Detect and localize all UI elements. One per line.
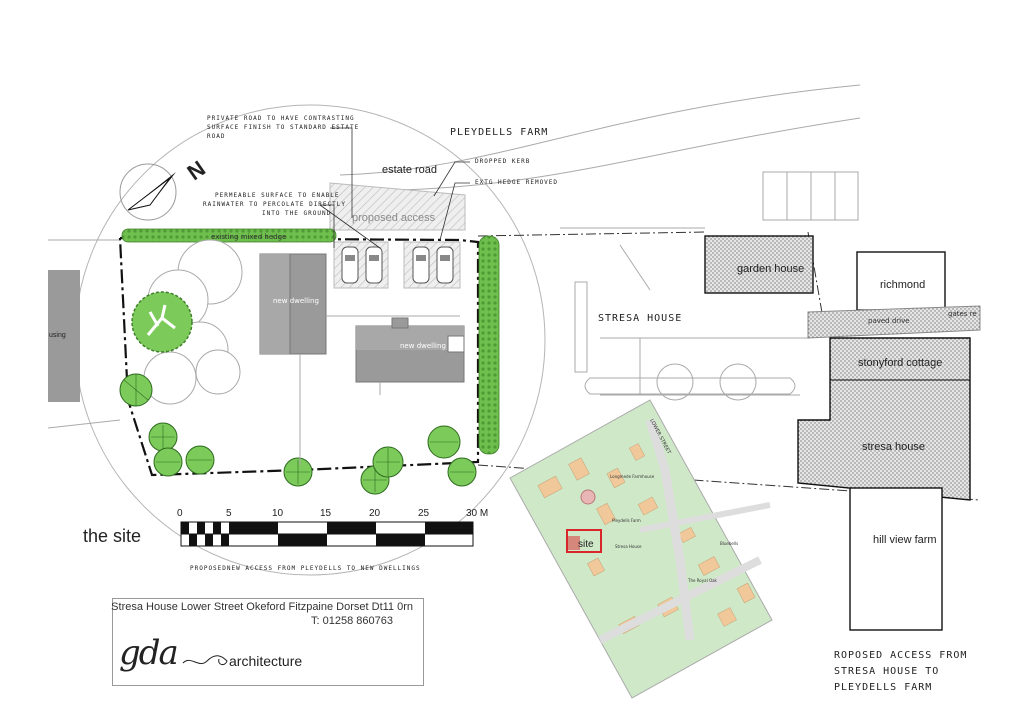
new-dwelling-1 (259, 253, 327, 355)
practice-name: architecture (229, 653, 303, 669)
title-block-phone: T: 01258 860763 (311, 615, 393, 627)
site-parking (333, 241, 461, 289)
location-label-1: Pleydells Farm (612, 518, 641, 523)
paved-drive-label: paved drive (868, 317, 910, 325)
location-map (509, 399, 773, 699)
scale-bar (180, 521, 474, 547)
gates-label: gates re (948, 310, 977, 318)
practice-logo: gda (119, 633, 179, 673)
east-hedge (478, 235, 500, 455)
parking-bays (762, 171, 859, 221)
north-label: N (183, 156, 210, 186)
paved-drive-area (807, 305, 981, 339)
car-icon (341, 246, 359, 284)
note-permeable-2: RAINWATER TO PERCOLATE DIRECTLY (203, 201, 346, 208)
corner-note: ROPOSED ACCESS FROM STRESA HOUSE TO PLEY… (834, 650, 967, 693)
corner-note-2: STRESA HOUSE TO (834, 666, 939, 677)
note-hedge-removed: EXTG HEDGE REMOVED (475, 179, 558, 186)
note-permeable-1: PERMEABLE SURFACE TO ENABLE (215, 192, 340, 199)
location-site-label: site (578, 539, 594, 550)
location-label-0: Longmede Farmhouse (610, 474, 655, 479)
richmond-label: richmond (880, 279, 925, 291)
note-permeable-3: INTO THE GROUND (262, 210, 331, 217)
location-label-2: Stresa House (615, 544, 642, 549)
site-marker (566, 529, 602, 553)
corner-note-3: PLEYDELLS FARM (834, 682, 932, 693)
stresa-house-label: stresa house (862, 441, 925, 453)
scale-tick-5: 25 (418, 508, 430, 519)
hill-view-farm-building (849, 487, 943, 631)
new-dwelling-2-label: new dwelling (400, 342, 446, 350)
scale-tick-6: 30 M (466, 508, 488, 519)
hill-view-label: hill view farm (873, 534, 937, 546)
logo-swirl-icon (182, 655, 228, 666)
scale-ticks: 0 5 10 15 20 25 30 M (177, 508, 488, 519)
new-dwelling-1-label: new dwelling (273, 297, 319, 305)
north-arrow (119, 163, 177, 221)
the-site-title: the site (83, 526, 141, 546)
location-label-3: The Royal Oak (687, 578, 718, 583)
site-boundary (118, 236, 480, 477)
estate-road-label: estate road (382, 164, 437, 176)
scale-tick-2: 10 (272, 508, 284, 519)
housing-building (48, 270, 80, 402)
existing-hedge (121, 228, 337, 243)
site-paths (299, 315, 460, 465)
stresa-house-building (797, 337, 971, 501)
road-lines (47, 84, 861, 429)
scale-tick-4: 20 (369, 508, 381, 519)
corner-note-1: ROPOSED ACCESS FROM (834, 650, 967, 661)
housing-label: using (49, 332, 66, 339)
tree-branches (123, 374, 474, 492)
note-dropped-kerb: DROPPED KERB (475, 158, 530, 165)
note-leaders (319, 127, 470, 249)
title-block-address: Stresa House Lower Street Okeford Fitzpa… (111, 601, 413, 613)
garden-house-label: garden house (737, 263, 804, 275)
proposed-access-area (329, 182, 466, 231)
proposed-access-label: proposed access (352, 212, 436, 224)
annotation-notes: PRIVATE ROAD TO HAVE CONTRASTING SURFACE… (203, 115, 558, 217)
scale-tick-0: 0 (177, 508, 183, 519)
stonyford-label: stonyford cottage (858, 357, 942, 369)
car-icon (365, 246, 383, 284)
scale-tick-1: 5 (226, 508, 232, 519)
car-icon (412, 246, 430, 284)
location-label-4: Bluebells (720, 541, 738, 546)
existing-hedge-label: existing mixed hedge (211, 233, 286, 241)
farm-label: PLEYDELLS FARM (450, 127, 548, 138)
boundary-line (477, 231, 706, 237)
large-tree (131, 291, 193, 353)
garden-house-building (704, 235, 814, 294)
note-private-road-1: PRIVATE ROAD TO HAVE CONTRASTING (207, 115, 355, 122)
note-private-road-3: ROAD (207, 133, 225, 140)
boundary-line (807, 231, 826, 331)
note-private-road-2: SURFACE FINISH TO STANDARD ESTATE (207, 124, 359, 131)
stresa-house-title: STRESA HOUSE (598, 313, 682, 324)
new-dwelling-2 (355, 317, 465, 383)
car-icon (436, 246, 454, 284)
note-proposed-new-access: PROPOSEDNEW ACCESS FROM PLEYDELLS TO NEW… (190, 565, 421, 572)
title-block: Stresa House Lower Street Okeford Fitzpa… (111, 598, 424, 686)
scale-tick-3: 15 (320, 508, 332, 519)
